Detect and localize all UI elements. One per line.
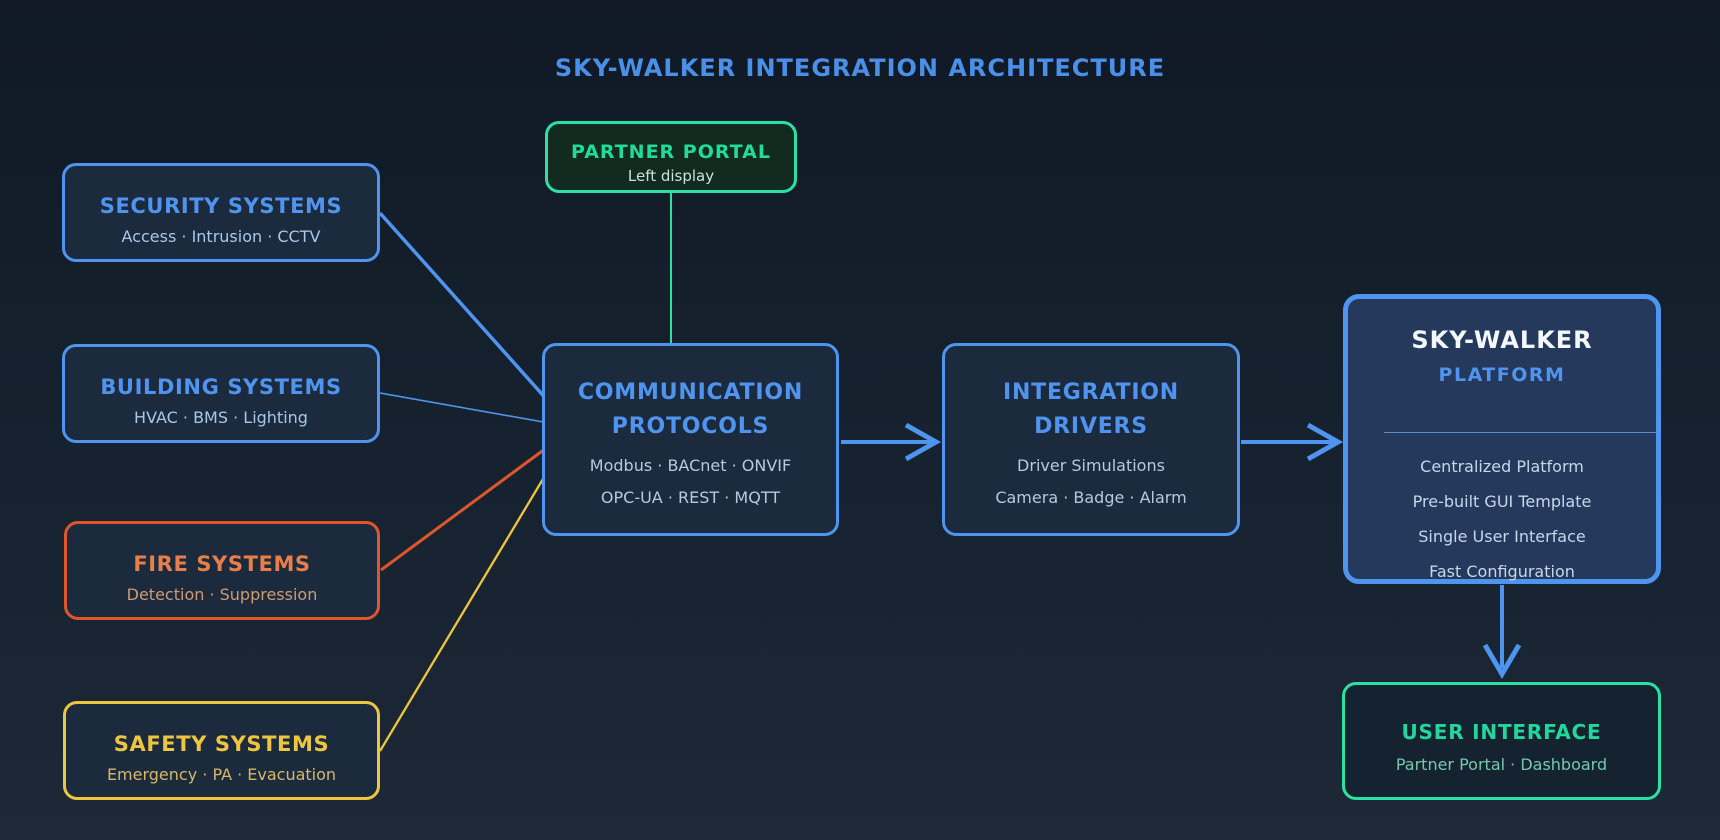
user-interface-title: USER INTERFACE — [1401, 720, 1602, 744]
partner-portal-title: PARTNER PORTAL — [571, 141, 771, 163]
node-communication-protocols: COMMUNICATION PROTOCOLS Modbus · BACnet … — [542, 343, 839, 536]
fire-systems-subtitle: Detection · Suppression — [126, 585, 318, 604]
platform-divider — [1384, 432, 1656, 433]
node-fire-systems: FIRE SYSTEMS Detection · Suppression — [64, 521, 380, 620]
node-user-interface: USER INTERFACE Partner Portal · Dashboar… — [1342, 682, 1661, 800]
fire-systems-title: FIRE SYSTEMS — [133, 552, 311, 576]
platform-feature-1: Centralized Platform — [1420, 457, 1584, 476]
diagram-title: SKY-WALKER INTEGRATION ARCHITECTURE — [554, 54, 1166, 82]
protocols-title-line2: PROTOCOLS — [611, 414, 770, 439]
drivers-title-line2: DRIVERS — [1034, 414, 1148, 439]
arrow-drivers-to-platform — [1241, 422, 1344, 462]
user-interface-subtitle: Partner Portal · Dashboard — [1395, 755, 1608, 774]
node-sky-walker-platform: SKY-WALKER PLATFORM Centralized Platform… — [1343, 294, 1661, 584]
edge-fire-to-protocols — [380, 444, 550, 572]
platform-feature-list: Centralized Platform Pre-built GUI Templ… — [1413, 449, 1592, 589]
node-integration-drivers: INTEGRATION DRIVERS Driver Simulations C… — [942, 343, 1240, 536]
safety-systems-title: SAFETY SYSTEMS — [113, 732, 330, 756]
arrowhead-right-icon — [904, 422, 942, 462]
protocols-subtitle-1: Modbus · BACnet · ONVIF — [589, 456, 792, 475]
protocols-subtitles: Modbus · BACnet · ONVIF OPC-UA · REST · … — [590, 450, 791, 514]
arrow-protocols-to-drivers — [841, 422, 942, 462]
edge-safety-to-protocols — [379, 468, 550, 752]
node-security-systems: SECURITY SYSTEMS Access · Intrusion · CC… — [62, 163, 380, 262]
partner-portal-subtitle: Left display — [627, 167, 715, 185]
node-safety-systems: SAFETY SYSTEMS Emergency · PA · Evacuati… — [63, 701, 380, 800]
drivers-subtitle-1: Driver Simulations — [1017, 456, 1165, 475]
drivers-subtitles: Driver Simulations Camera · Badge · Alar… — [995, 450, 1186, 514]
edge-security-to-protocols — [378, 211, 551, 404]
platform-feature-3: Single User Interface — [1418, 527, 1586, 546]
security-systems-subtitle: Access · Intrusion · CCTV — [121, 227, 321, 246]
building-systems-title: BUILDING SYSTEMS — [100, 375, 342, 399]
node-partner-portal: PARTNER PORTAL Left display — [545, 121, 797, 193]
drivers-subtitle-2: Camera · Badge · Alarm — [995, 488, 1187, 507]
edge-building-to-protocols — [379, 392, 550, 424]
protocols-title-line1: COMMUNICATION — [577, 380, 804, 405]
security-systems-title: SECURITY SYSTEMS — [99, 194, 343, 218]
node-building-systems: BUILDING SYSTEMS HVAC · BMS · Lighting — [62, 344, 380, 443]
arrow-platform-to-ui — [1482, 585, 1522, 679]
platform-feature-4: Fast Configuration — [1429, 562, 1575, 581]
platform-title: SKY-WALKER — [1411, 326, 1593, 354]
building-systems-subtitle: HVAC · BMS · Lighting — [134, 408, 308, 427]
protocols-subtitle-2: OPC-UA · REST · MQTT — [600, 488, 781, 507]
platform-subtitle: PLATFORM — [1438, 364, 1566, 386]
safety-systems-subtitle: Emergency · PA · Evacuation — [106, 765, 337, 784]
arrowhead-right-icon — [1306, 422, 1344, 462]
drivers-title-line1: INTEGRATION — [1002, 380, 1180, 405]
arrowhead-down-icon — [1482, 643, 1522, 679]
platform-feature-2: Pre-built GUI Template — [1412, 492, 1592, 511]
